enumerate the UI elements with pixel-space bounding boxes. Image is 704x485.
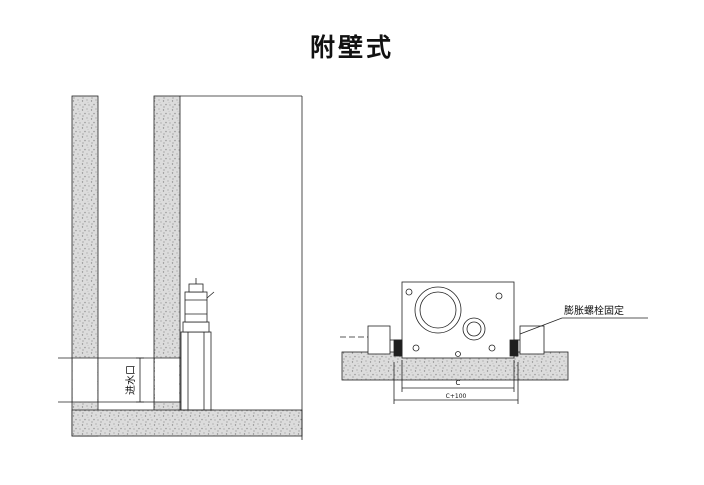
pump-unit	[178, 278, 215, 411]
bolt-leader	[519, 317, 648, 335]
bolt-markers	[405, 288, 503, 357]
ground-slab	[341, 351, 569, 381]
left-bracket	[367, 325, 391, 355]
right-anchor-block	[509, 339, 519, 357]
bolt-fix-label: 膨胀螺栓固定	[564, 304, 624, 317]
well-section	[58, 95, 303, 440]
dim-c-label: C	[456, 379, 461, 387]
right-bracket	[519, 325, 545, 355]
page-title: 附壁式	[309, 33, 394, 62]
mounting-detail	[340, 281, 648, 404]
small-port	[462, 317, 486, 341]
large-port	[414, 286, 462, 334]
inlet-label: 进水口	[125, 365, 137, 395]
left-anchor-block	[393, 339, 403, 357]
well-floor-slab	[71, 409, 303, 437]
dim-c100-label: C+100	[446, 393, 467, 400]
